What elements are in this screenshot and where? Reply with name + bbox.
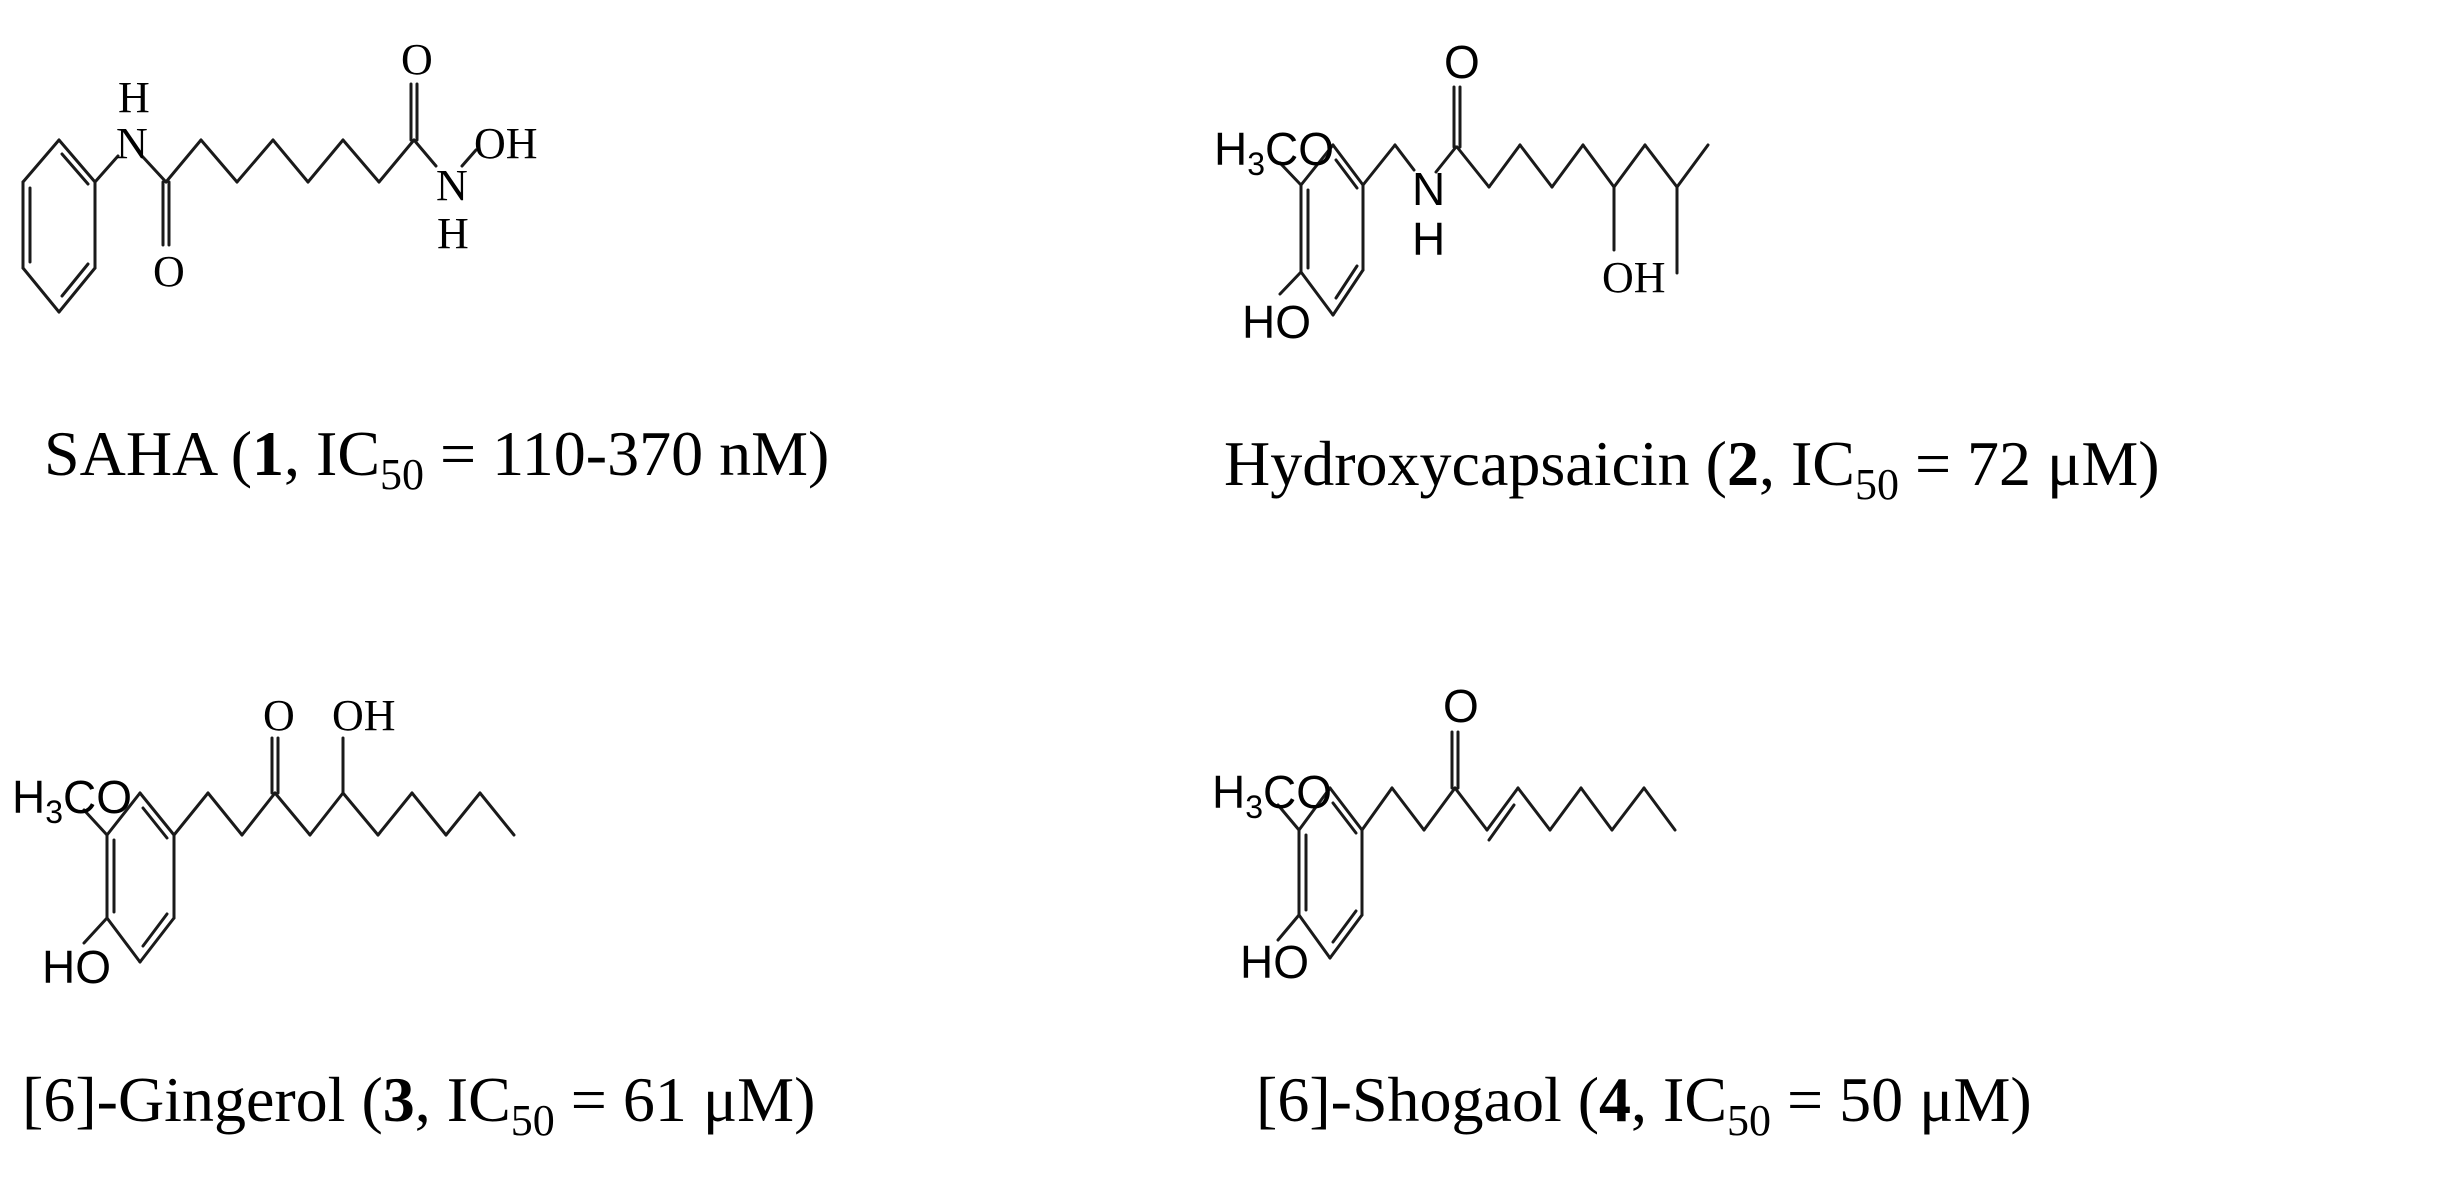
ic50-subscript: 50 [380, 450, 425, 499]
caption-sep: , [414, 1064, 447, 1135]
atom-label-h: H [437, 209, 469, 258]
compound-1-structure: H N O O N H OH [21, 35, 538, 314]
ic50-subscript: 50 [1727, 1096, 1772, 1145]
caption-sep: , [1758, 428, 1791, 499]
compound-number: 2 [1726, 428, 1759, 499]
atom-label-n: N [116, 119, 148, 168]
atom-label-methoxy: H3CO [1212, 766, 1332, 825]
caption-prefix: [6]-Gingerol ( [22, 1064, 383, 1135]
caption-sep: , [1631, 1064, 1664, 1135]
caption-sep: , [284, 418, 317, 489]
ic50-value: = 61 μM [570, 1064, 795, 1135]
ic50-label: IC [1663, 1064, 1728, 1135]
atom-label-o: O [1443, 680, 1479, 732]
atom-label-h: H [118, 73, 150, 122]
caption-suffix: ) [2010, 1064, 2032, 1135]
ic50-value: = 110-370 nM [440, 418, 808, 489]
atom-label-o: O [153, 247, 185, 296]
caption-prefix: SAHA ( [44, 418, 253, 489]
compound-3-structure: H3CO HO O OH [12, 691, 516, 993]
atom-label-h: H [1412, 213, 1445, 265]
atom-label-oh: OH [332, 691, 396, 740]
atom-label-n: N [436, 161, 468, 210]
atom-label-oh: OH [1602, 253, 1666, 302]
compound-4-caption: [6]-Shogaol (4, IC50 = 50 μM) [1256, 1068, 2032, 1143]
ic50-value: = 50 μM [1787, 1064, 2011, 1135]
ic50-subscript: 50 [1854, 460, 1899, 509]
compound-3-caption: [6]-Gingerol (3, IC50 = 61 μM) [22, 1068, 815, 1143]
atom-label-hydroxyl: HO [1240, 936, 1309, 988]
ic50-subscript: 50 [510, 1096, 555, 1145]
atom-label-o: O [1444, 36, 1480, 88]
atom-label-o: O [263, 691, 295, 740]
atom-label-oh: OH [474, 119, 538, 168]
compound-number: 3 [382, 1064, 415, 1135]
atom-label-o: O [401, 35, 433, 84]
ic50-label: IC [1790, 428, 1855, 499]
compound-2-caption: Hydroxycapsaicin (2, IC50 = 72 μM) [1224, 432, 2160, 507]
caption-suffix: ) [794, 1064, 816, 1135]
atom-label-methoxy: H3CO [12, 771, 132, 830]
caption-suffix: ) [2138, 428, 2160, 499]
compound-1-panel: H N O O N H OH SAHA (1, IC50 = 110-370 n… [0, 0, 1150, 560]
compound-2-panel: H3CO HO N H O OH Hydroxycapsaicin (2, IC… [1200, 0, 2447, 560]
atom-label-hydroxyl: HO [42, 941, 111, 993]
compound-2-structure: H3CO HO N H O OH [1214, 36, 1710, 348]
compound-4-panel: H3CO HO O [6]-Shogaol (4, IC50 = 50 μM) [1200, 650, 2447, 1187]
caption-suffix: ) [807, 418, 830, 489]
atom-label-hydroxyl: HO [1242, 296, 1311, 348]
compound-3-panel: H3CO HO O OH [6]-Gingerol (3, IC50 = 61 … [0, 650, 1150, 1187]
atom-label-n: N [1412, 163, 1445, 215]
ic50-label: IC [316, 418, 381, 489]
atom-label-methoxy: H3CO [1214, 123, 1334, 182]
ic50-label: IC [446, 1064, 511, 1135]
compound-1-caption: SAHA (1, IC50 = 110-370 nM) [44, 422, 829, 497]
compound-number: 4 [1599, 1064, 1632, 1135]
compound-number: 1 [252, 418, 285, 489]
ic50-value: = 72 μM [1914, 428, 2139, 499]
caption-prefix: [6]-Shogaol ( [1256, 1064, 1600, 1135]
compound-4-structure: H3CO HO O [1212, 680, 1677, 988]
caption-prefix: Hydroxycapsaicin ( [1224, 428, 1727, 499]
